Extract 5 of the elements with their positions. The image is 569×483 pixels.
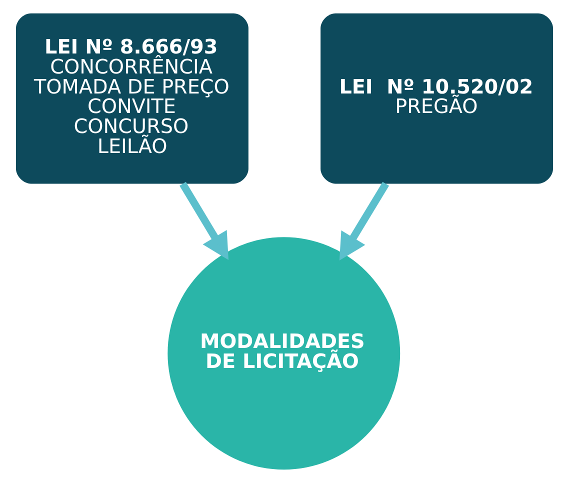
node-box: LEI Nº 8.666/93 CONCORRÊNCIA TOMADA DE PREÇO CONVITE CONCURSO LEILÃO (16, 13, 248, 184)
node-box: LEI Nº 10.520/02 PREGÃO (320, 13, 554, 184)
node-circle: MODALIDADES DE LICITAÇÃO (168, 237, 400, 470)
arrow (339, 182, 390, 260)
arrow (180, 182, 229, 260)
